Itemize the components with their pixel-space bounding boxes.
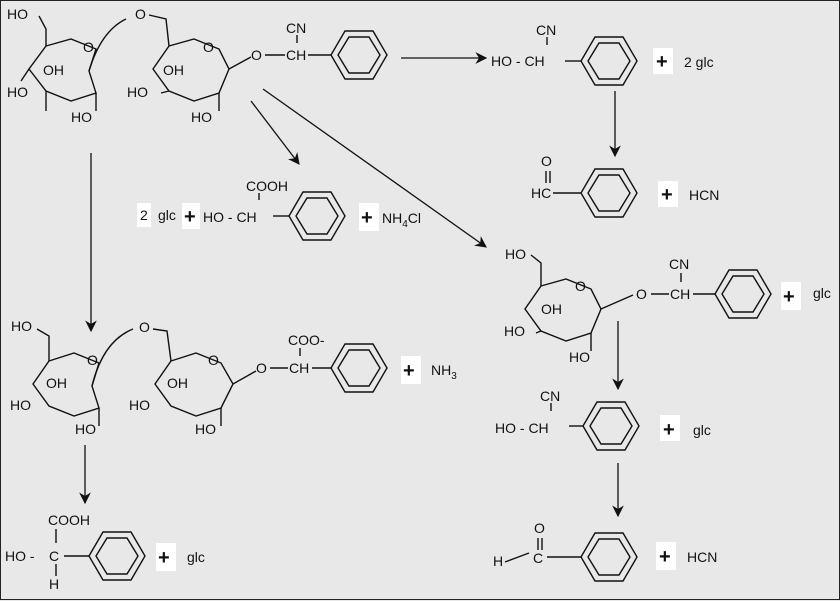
atom-label: OH [541, 301, 562, 317]
atom-label: COOH [246, 178, 288, 194]
product-label: NH3 [431, 362, 457, 382]
atom-label: OH [46, 375, 67, 391]
atom-label: H [493, 553, 503, 569]
atom-label: O [83, 39, 94, 55]
atom-label: HO [10, 397, 31, 413]
benzaldehyde-lower: O H C + HCN [493, 520, 717, 582]
atom-label: O [636, 286, 647, 302]
plus-sign: + [659, 546, 671, 568]
atom-label: HO [7, 84, 28, 100]
benzene-ring [330, 30, 388, 80]
mandelonitrile-top: HO - CH CN + 2 glc [491, 22, 714, 86]
plus-sign: + [184, 206, 196, 228]
atom-label: HO [11, 318, 32, 334]
atom-label: O [534, 520, 545, 536]
atom-label: HO [504, 323, 525, 339]
atom-label: OH [167, 375, 188, 391]
atom-label: O [251, 47, 262, 63]
atom-label: CN [669, 256, 689, 272]
product-label: glc [158, 207, 176, 223]
plus-sign: + [656, 51, 668, 73]
plus-sign: + [661, 184, 673, 206]
plus-sign: + [361, 207, 373, 229]
plus-sign: + [783, 286, 795, 308]
plus-sign: + [663, 419, 675, 441]
atom-label: HC [531, 185, 551, 201]
atom-label: HO [195, 421, 216, 437]
atom-label: COOH [48, 512, 90, 528]
mandelonitrile-lower: HO - CH CN + glc [495, 388, 711, 451]
product-label: 2 glc [684, 54, 714, 70]
amygdalin-top: HO O OH HO HO O O OH HO HO O CH CN [7, 6, 388, 125]
atom-label: HO - CH [491, 53, 545, 69]
atom-label: CN [536, 22, 556, 38]
product-label: HCN [689, 187, 719, 203]
atom-label: O [203, 39, 214, 55]
atom-label: H [49, 576, 59, 592]
atom-label: HO - [5, 548, 35, 564]
benzaldehyde-top: O HC + HCN [531, 153, 719, 218]
product-label: NH4Cl [382, 210, 421, 230]
mandelic-acid-middle: 2 glc + HO - CH COOH + NH4Cl [137, 178, 421, 241]
product-label: glc [187, 549, 205, 565]
prunasin-right: HO O OH HO HO O CH CN + glc [504, 246, 831, 365]
atom-label: HO [129, 397, 150, 413]
amygdalinic-acid: HO O OH HO HO O O OH HO HO O CH COO- + N… [10, 318, 457, 437]
plus-sign: + [158, 547, 170, 569]
product-label: HCN [687, 549, 717, 565]
atom-label: O [256, 360, 267, 376]
product-label: glc [693, 422, 711, 438]
atom-label: O [208, 352, 219, 368]
atom-label: O [139, 319, 150, 335]
atom-label: HO [191, 109, 212, 125]
atom-label: C [49, 548, 59, 564]
product-label: glc [813, 285, 831, 301]
atom-label: HO [7, 6, 28, 22]
coefficient: 2 [140, 207, 148, 223]
atom-label: O [135, 6, 146, 22]
atom-label: C [533, 550, 543, 566]
atom-label: HO [75, 421, 96, 437]
atom-label: O [575, 278, 586, 294]
atom-label: COO- [288, 332, 325, 348]
atom-label: HO - CH [495, 420, 549, 436]
mandelic-acid-bottom: COOH HO - C H + glc [5, 512, 205, 592]
atom-label: HO [505, 246, 526, 262]
atom-label: CH [286, 47, 306, 63]
atom-label: CN [540, 388, 560, 404]
atom-label: OH [163, 62, 184, 78]
atom-label: CN [286, 20, 306, 36]
atom-label: HO - CH [203, 209, 257, 225]
atom-label: CH [289, 360, 309, 376]
atom-label: HO [71, 109, 92, 125]
atom-label: O [87, 352, 98, 368]
atom-label: HO [569, 349, 590, 365]
atom-label: O [541, 153, 552, 169]
atom-label: CH [670, 286, 690, 302]
atom-label: OH [43, 62, 64, 78]
atom-label: HO [127, 84, 148, 100]
plus-sign: + [403, 360, 415, 382]
